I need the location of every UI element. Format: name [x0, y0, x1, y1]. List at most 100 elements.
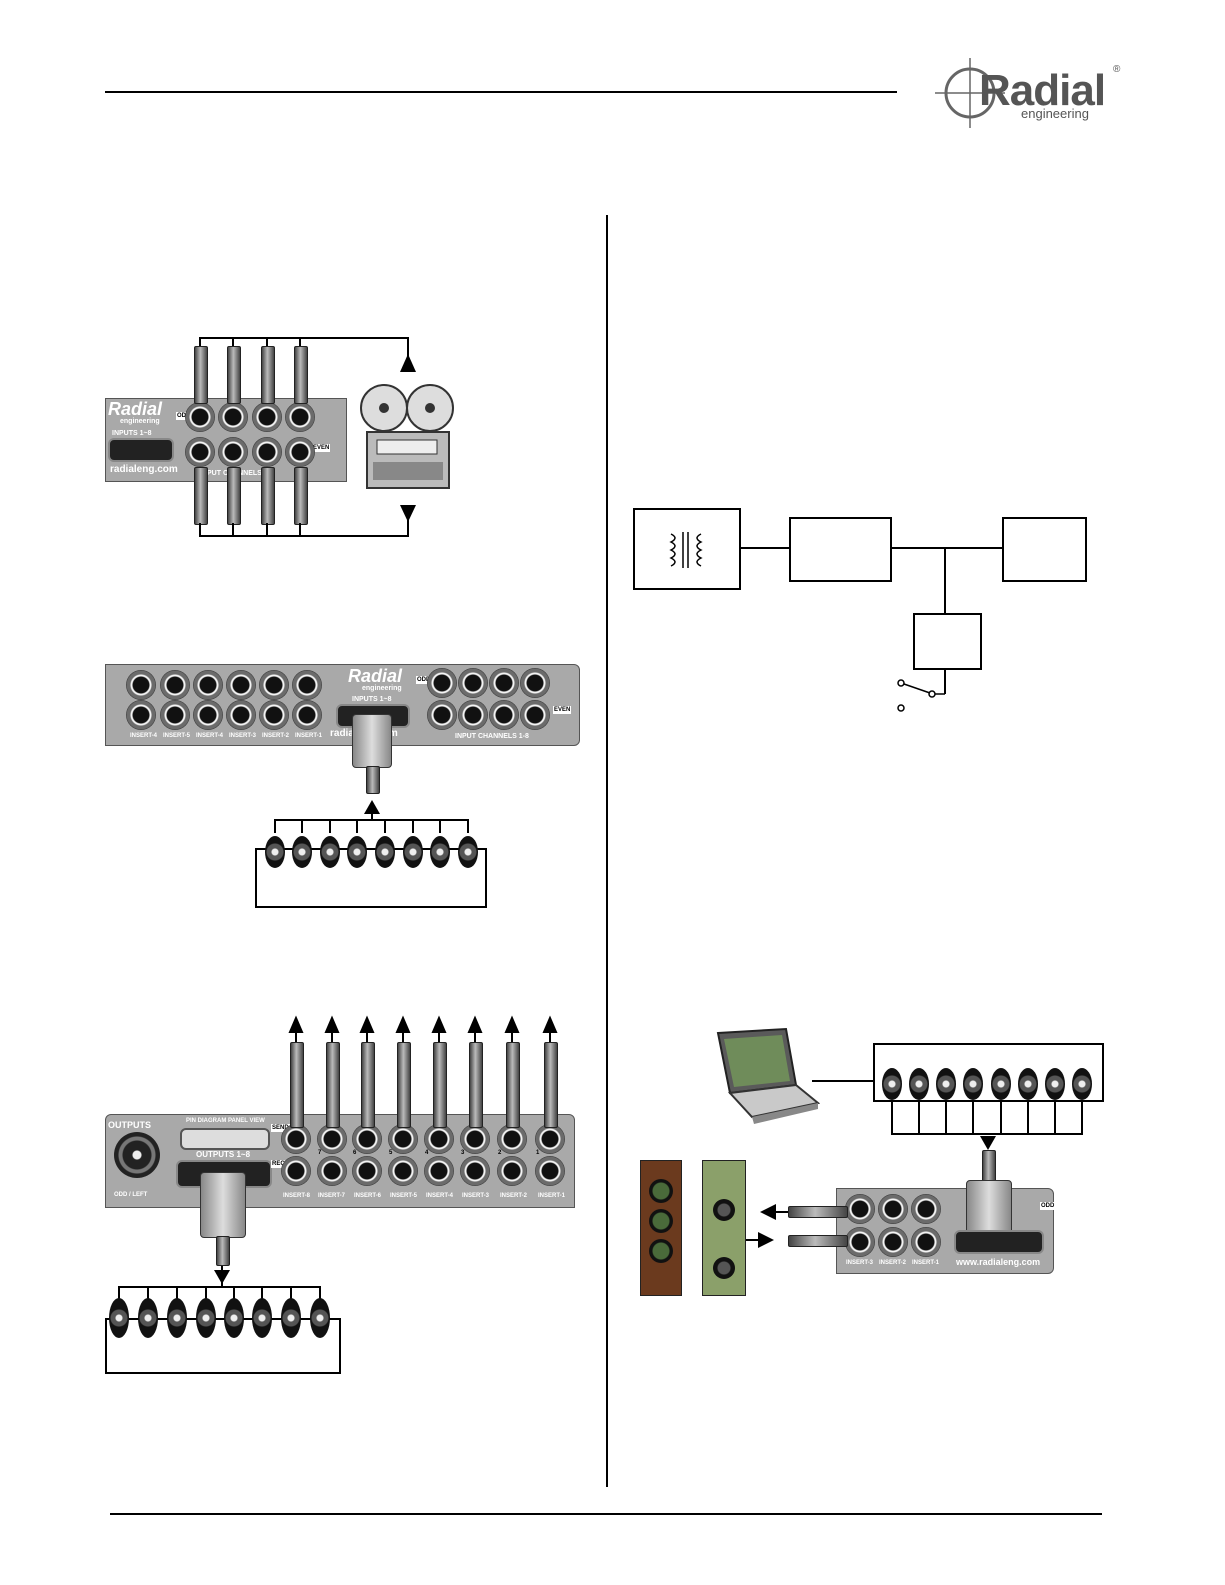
- knob-icon: [713, 1257, 735, 1279]
- xlr-connector: [882, 1068, 902, 1100]
- jack-odd-2: [218, 402, 248, 432]
- jack-even-1: [185, 437, 215, 467]
- recv-jack-6: [352, 1156, 382, 1186]
- insert-label: INSERT-4: [130, 733, 158, 739]
- jack-even: [520, 700, 550, 730]
- jack-odd-3: [252, 402, 282, 432]
- footer-rule: [110, 1513, 1102, 1515]
- send-jack-6: [352, 1124, 382, 1154]
- channel-number: 3: [461, 1150, 465, 1156]
- send-jack-3: [460, 1124, 490, 1154]
- insert-label: INSERT-8: [283, 1193, 311, 1199]
- insert-label: INSERT-7: [318, 1193, 346, 1199]
- jack-even-4: [285, 437, 315, 467]
- xlr-connector: [936, 1068, 956, 1100]
- pin-diagram-label: PIN DIAGRAM PANEL VIEW: [186, 1118, 265, 1124]
- laptop-icon: [700, 1025, 821, 1135]
- jack-insert-send: [160, 670, 190, 700]
- jack-even: [458, 700, 488, 730]
- insert-label: INSERT-3: [846, 1260, 874, 1266]
- xlr-connector: [281, 1298, 301, 1338]
- panel-brand: Radial: [108, 399, 163, 419]
- send-jack-4: [424, 1124, 454, 1154]
- wire: [944, 547, 946, 614]
- jack-odd: [489, 668, 519, 698]
- jack-odd: [458, 668, 488, 698]
- insert-send-jack: [878, 1194, 908, 1224]
- xlr-connector: [265, 836, 285, 868]
- panel-even-label: EVEN: [312, 444, 331, 452]
- switch-block: [913, 613, 982, 670]
- jack-odd-1: [185, 402, 215, 432]
- send-cable: [469, 1042, 483, 1128]
- column-divider: [606, 215, 608, 1487]
- jack-insert-recv: [259, 700, 289, 730]
- jack-insert-send: [226, 670, 256, 700]
- insert-label: INSERT-5: [163, 733, 191, 739]
- xlr-connector: [1072, 1068, 1092, 1100]
- insert-label: INSERT-1: [912, 1260, 940, 1266]
- module-500-comp: [702, 1160, 746, 1296]
- jack-odd-4: [285, 402, 315, 432]
- send-jack-8: [281, 1124, 311, 1154]
- xlr-connector: [991, 1068, 1011, 1100]
- send-cable: [361, 1042, 375, 1128]
- knob-icon: [649, 1179, 673, 1203]
- recv-jack-1: [535, 1156, 565, 1186]
- panel-odd-label: ODD: [416, 676, 432, 684]
- xlr-connector: [909, 1068, 929, 1100]
- jack-even-3: [252, 437, 282, 467]
- xlr-connector: [963, 1068, 983, 1100]
- send-jack-1: [535, 1124, 565, 1154]
- xlr-connector: [320, 836, 340, 868]
- jack-insert-send: [126, 670, 156, 700]
- panel-inputs-label: INPUTS 1~8: [352, 696, 392, 703]
- dsub-connector: [954, 1230, 1044, 1254]
- wire: [739, 547, 790, 549]
- outputs-label: OUTPUTS 1~8: [196, 1150, 251, 1159]
- logo-subtext: engineering: [1021, 106, 1089, 121]
- send-jack-7: [317, 1124, 347, 1154]
- header-rule: [105, 91, 897, 93]
- panel-odd-label: ODD: [176, 412, 192, 420]
- module-500-eq: [640, 1160, 682, 1296]
- insert-patch-cable: [788, 1235, 848, 1247]
- xlr-connector: [430, 836, 450, 868]
- insert-label: INSERT-4: [426, 1193, 454, 1199]
- xlr-connector: [167, 1298, 187, 1338]
- jack-insert-recv: [160, 700, 190, 730]
- xlr-connector: [310, 1298, 330, 1338]
- xlr-connector: [347, 836, 367, 868]
- jack-insert-recv: [226, 700, 256, 730]
- knob-icon: [649, 1239, 673, 1263]
- xlr-connector: [138, 1298, 158, 1338]
- channel-number: 1: [536, 1150, 540, 1156]
- xlr-connector: [1018, 1068, 1038, 1100]
- panel-input-channels-label: INPUT CHANNELS 1-8: [455, 733, 529, 740]
- xlr-output-jack: [114, 1132, 160, 1178]
- odd-left-label: ODD / LEFT: [114, 1192, 148, 1198]
- insert-send-jack: [911, 1194, 941, 1224]
- cable-plug: [227, 346, 241, 404]
- channel-number: 5: [389, 1150, 393, 1156]
- xlr-connector: [109, 1298, 129, 1338]
- channel-number: 2: [498, 1150, 502, 1156]
- transformer-icon: [669, 532, 703, 568]
- insert-label: INSERT-2: [262, 733, 290, 739]
- send-label: SEND: [271, 1124, 290, 1132]
- insert-label: INSERT-2: [500, 1193, 528, 1199]
- jack-odd: [520, 668, 550, 698]
- panel-brand: Radial: [348, 666, 403, 686]
- wire: [944, 668, 946, 694]
- send-cable: [544, 1042, 558, 1128]
- send-cable: [397, 1042, 411, 1128]
- jack-insert-send: [292, 670, 322, 700]
- xlr-connector: [196, 1298, 216, 1338]
- insert-recv-jack: [911, 1227, 941, 1257]
- send-cable: [290, 1042, 304, 1128]
- recv-label: RECV: [271, 1160, 290, 1168]
- insert-label: INSERT-1: [295, 733, 323, 739]
- xlr-connector: [252, 1298, 272, 1338]
- transformer-block: [633, 508, 741, 590]
- snake-cable: [366, 766, 380, 794]
